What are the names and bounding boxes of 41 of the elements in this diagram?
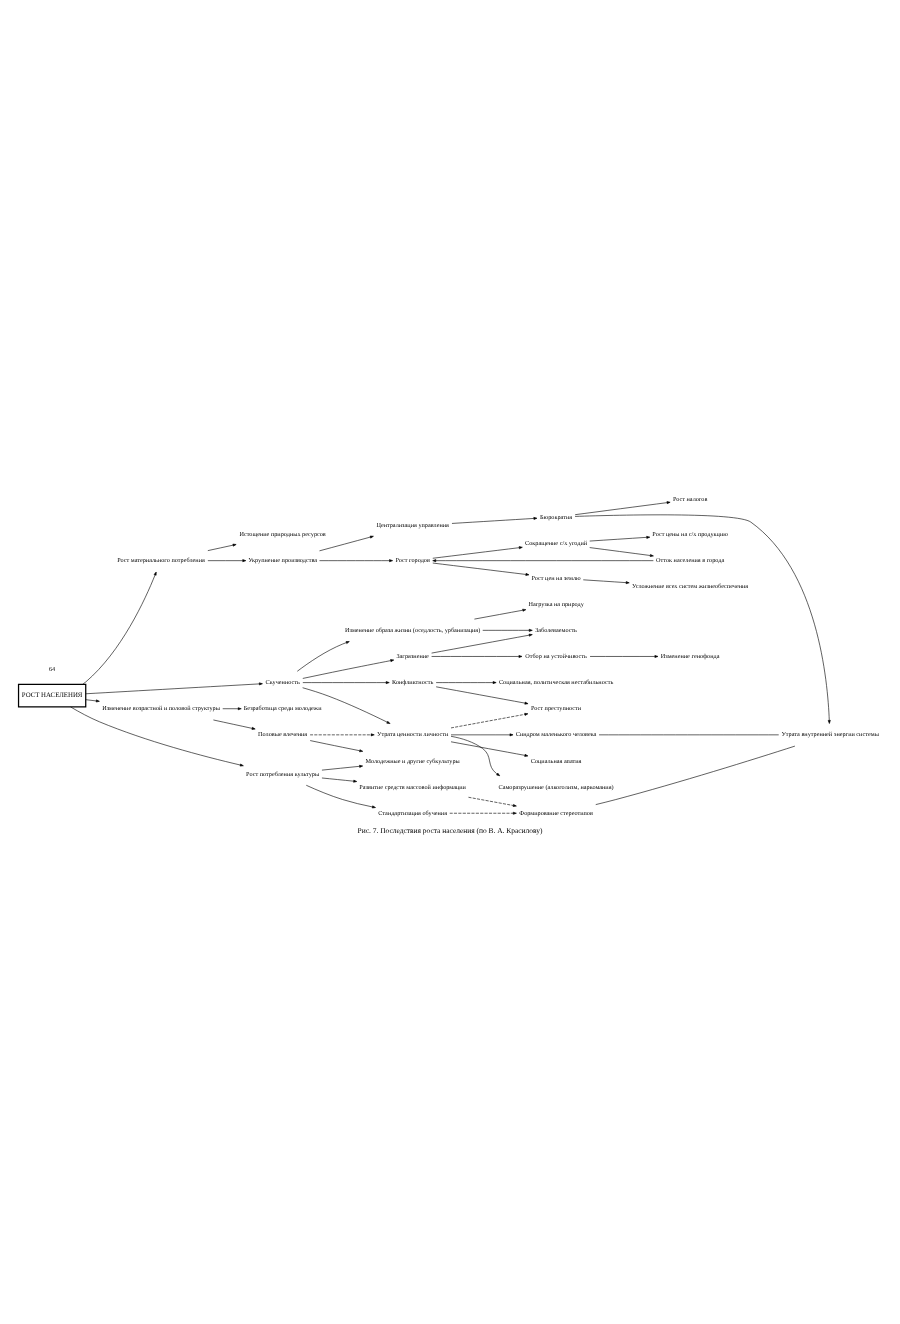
arrow [450,740,529,756]
arrow [222,706,242,710]
arrow [589,654,659,657]
arrow [207,558,247,562]
arrow [574,513,831,723]
arrow [468,795,517,806]
arrow [474,607,527,619]
arrow [85,698,100,702]
arrow [435,680,497,683]
arrow [319,534,374,551]
arrow [85,681,263,694]
arrow [321,763,363,770]
arrow [432,558,654,562]
arrow [302,680,390,683]
arrow [449,810,517,814]
arrow [305,783,376,808]
arrow [450,732,514,736]
arrow [213,718,256,729]
arrow [431,632,533,653]
arrow [432,545,523,558]
arrow [431,654,523,657]
arrow [450,711,529,728]
arrow [435,685,529,704]
arrow [207,542,237,550]
arrow [582,578,630,583]
arrow [297,640,350,671]
arrow [309,739,364,752]
arrow [589,534,651,541]
arrow [302,686,391,723]
arrow [574,500,671,514]
arrow [70,705,244,766]
arrow [319,558,393,562]
arrow [589,546,654,556]
arrow [302,658,395,678]
arrow [321,776,358,782]
arrow [451,516,538,523]
arrow [82,570,157,684]
arrow [432,561,530,575]
arrow [450,735,501,776]
arrow [309,732,375,736]
arrow [482,627,533,631]
